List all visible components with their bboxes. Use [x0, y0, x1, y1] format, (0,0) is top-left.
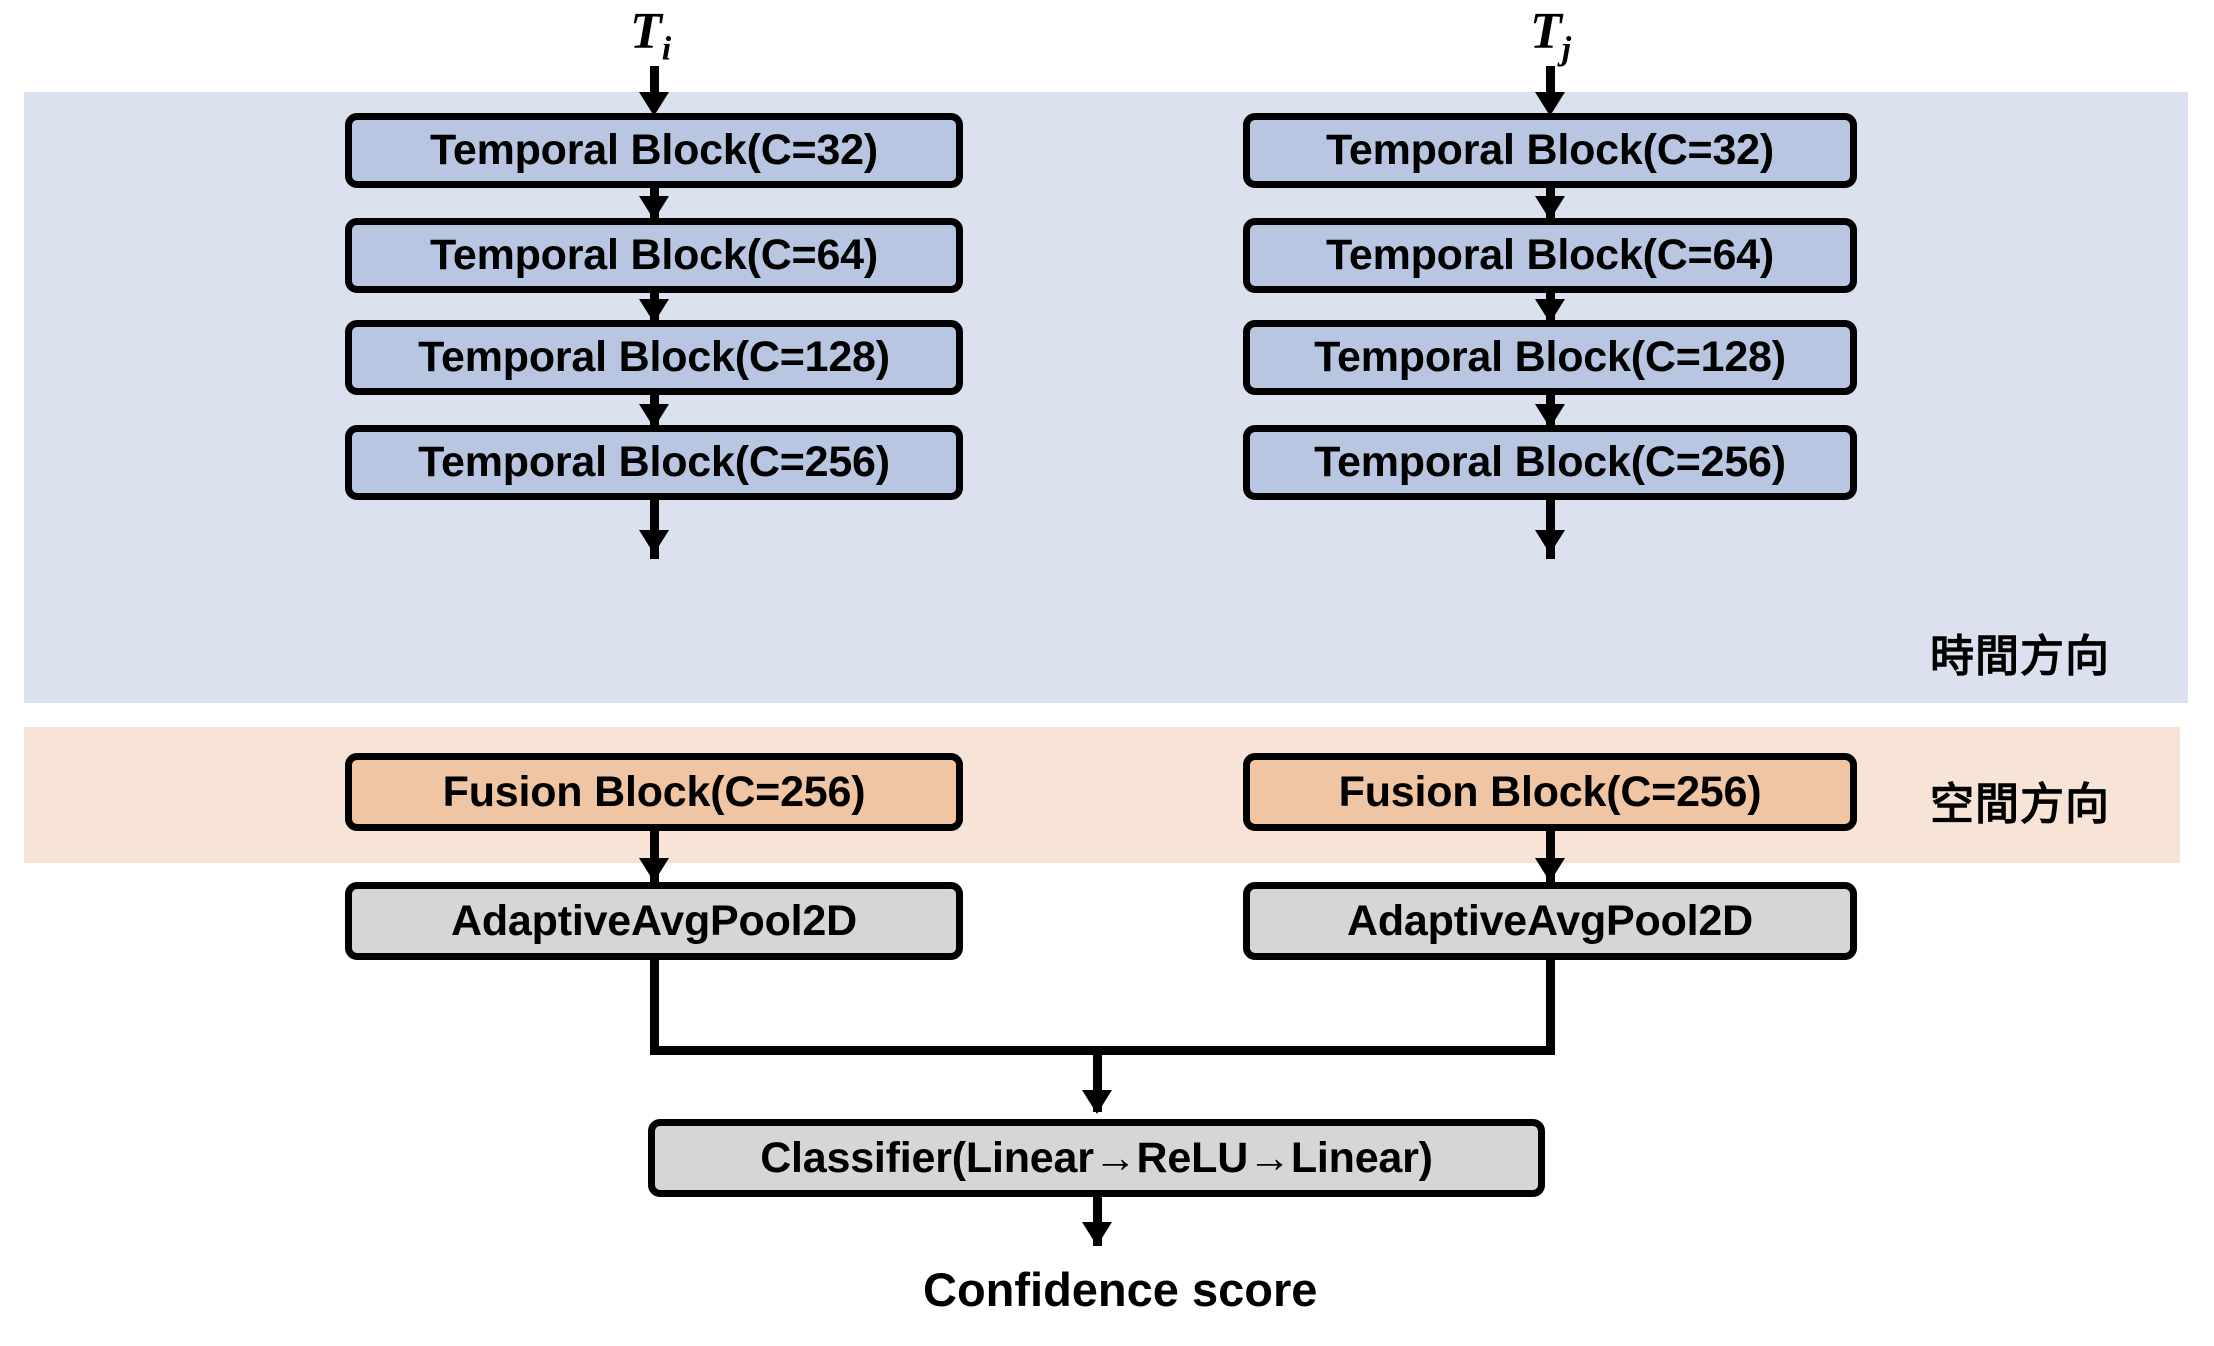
input-label-right-subscript: j: [1561, 30, 1572, 68]
arrow-left-3-head: [639, 404, 669, 428]
band-temporal-direction: [24, 92, 2188, 703]
node-classifier[interactable]: Classifier(Linear→ReLU→Linear): [648, 1119, 1545, 1197]
input-label-right-base: T: [1530, 3, 1562, 60]
node-left-fusion-block-256[interactable]: Fusion Block(C=256): [345, 753, 963, 831]
arrow-left-1-head: [639, 196, 669, 220]
arrow-left-2-head: [639, 299, 669, 323]
node-right-temporal-block-128[interactable]: Temporal Block(C=128): [1243, 320, 1857, 395]
node-left-temporal-block-32[interactable]: Temporal Block(C=32): [345, 113, 963, 188]
arrow-right-3-head: [1535, 404, 1565, 428]
arrow-left-4-head: [639, 530, 669, 554]
arrow-left-5-head: [639, 858, 669, 882]
arrow-left-input-line: [650, 66, 659, 104]
merge-right-drop-line: [1546, 955, 1555, 1053]
output-label-confidence-score: Confidence score: [923, 1263, 1318, 1316]
arrow-right-5-head: [1535, 858, 1565, 882]
merge-left-drop-line: [650, 955, 659, 1053]
arrow-right-input-line: [1546, 66, 1555, 104]
node-right-temporal-block-256[interactable]: Temporal Block(C=256): [1243, 425, 1857, 500]
merge-to-classifier-line: [1093, 1050, 1102, 1112]
node-left-temporal-block-128[interactable]: Temporal Block(C=128): [345, 320, 963, 395]
merge-horizontal-line: [650, 1046, 1555, 1055]
node-left-temporal-block-64[interactable]: Temporal Block(C=64): [345, 218, 963, 293]
arrow-left-input-head: [639, 92, 669, 116]
arrow-left-4-line: [650, 497, 659, 559]
arrow-classifier-output-head: [1082, 1222, 1112, 1246]
node-left-adaptive-avg-pool-2d[interactable]: AdaptiveAvgPool2D: [345, 882, 963, 960]
input-label-left-subscript: i: [661, 30, 672, 68]
arrow-right-4-head: [1535, 530, 1565, 554]
input-label-left: Ti: [630, 2, 671, 68]
arrow-classifier-output-line: [1093, 1194, 1102, 1246]
band-label-temporal: 時間方向: [1930, 632, 2110, 681]
arrow-right-4-line: [1546, 497, 1555, 559]
node-right-temporal-block-32[interactable]: Temporal Block(C=32): [1243, 113, 1857, 188]
arrow-left-5-line: [650, 828, 659, 883]
arrow-right-2-head: [1535, 299, 1565, 323]
arrow-right-input-head: [1535, 92, 1565, 116]
node-right-temporal-block-64[interactable]: Temporal Block(C=64): [1243, 218, 1857, 293]
merge-to-classifier-head: [1082, 1090, 1112, 1114]
input-label-right: Tj: [1530, 2, 1571, 68]
node-right-adaptive-avg-pool-2d[interactable]: AdaptiveAvgPool2D: [1243, 882, 1857, 960]
arrow-right-1-head: [1535, 196, 1565, 220]
arrow-right-5-line: [1546, 828, 1555, 883]
node-right-fusion-block-256[interactable]: Fusion Block(C=256): [1243, 753, 1857, 831]
input-label-left-base: T: [630, 3, 662, 60]
band-label-spatial: 空間方向: [1930, 780, 2110, 829]
node-left-temporal-block-256[interactable]: Temporal Block(C=256): [345, 425, 963, 500]
